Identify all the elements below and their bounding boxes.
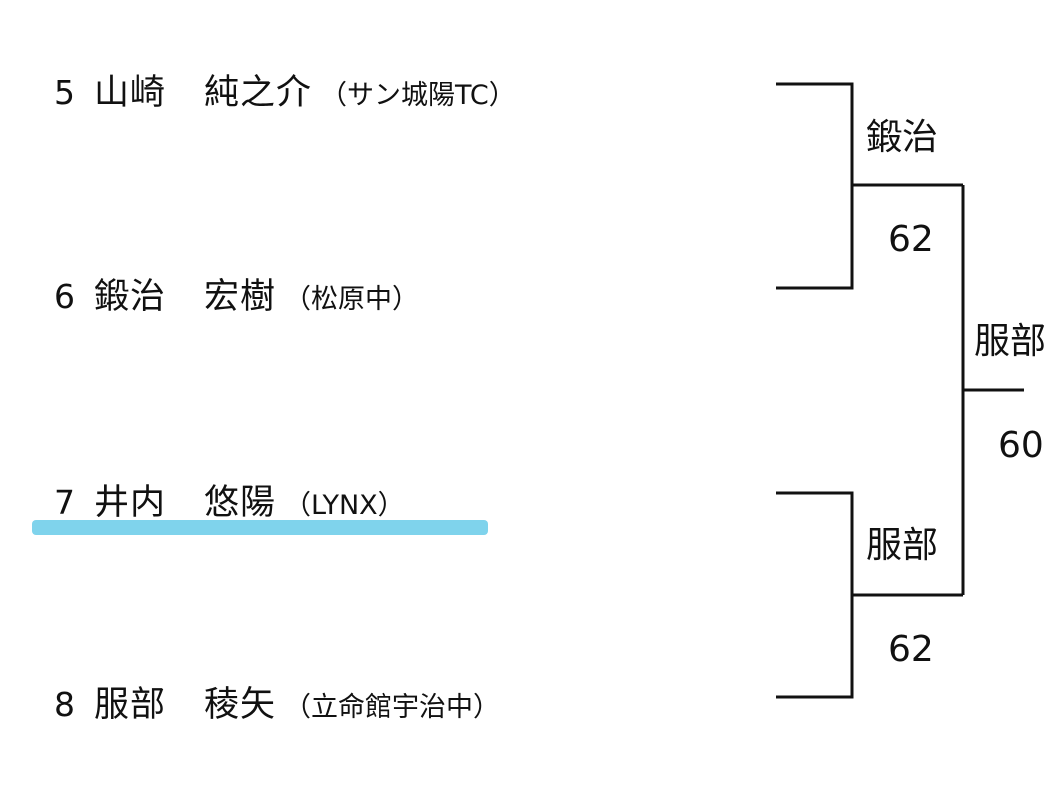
player-seed: 6 — [54, 277, 75, 316]
bracket-match-1-lines — [776, 82, 854, 290]
match-2-winner: 服部 — [866, 525, 939, 566]
match-2-score: 62 — [888, 629, 934, 670]
player-given-name: 宏樹 — [204, 277, 277, 317]
match-1-score: 62 — [888, 219, 934, 260]
player-family-name: 服部 — [94, 685, 167, 725]
player-row-seed-7: 7 井内 悠陽 （LYNX） — [54, 474, 405, 523]
player-club: （LYNX） — [284, 490, 405, 521]
player-family-name: 井内 — [94, 483, 167, 523]
player-seed: 7 — [54, 483, 75, 522]
player-row-seed-8: 8 服部 稜矢 （立命館宇治中） — [54, 676, 500, 725]
player-row-seed-6: 6 鍛治 宏樹 （松原中） — [54, 268, 419, 317]
player-family-name: 鍛治 — [94, 277, 167, 317]
player-club: （立命館宇治中） — [284, 692, 501, 723]
match-3-score: 60 — [998, 425, 1044, 466]
player-club: （サン城陽TC） — [320, 80, 516, 111]
match-3-winner: 服部 — [974, 321, 1046, 362]
player-club: （松原中） — [284, 284, 420, 315]
player-seed: 5 — [54, 73, 75, 112]
bracket-lines — [776, 82, 1024, 699]
match-1-winner: 鍛治 — [866, 117, 939, 158]
player-family-name: 山崎 — [94, 73, 167, 113]
player-given-name: 悠陽 — [204, 483, 277, 523]
highlight-underline — [32, 520, 488, 535]
player-given-name: 稜矢 — [204, 685, 277, 725]
player-seed: 8 — [54, 685, 75, 724]
bracket-match-2-lines — [776, 491, 854, 699]
player-row-seed-5: 5 山崎 純之介 （サン城陽TC） — [54, 64, 516, 113]
player-given-name: 純之介 — [204, 73, 313, 113]
